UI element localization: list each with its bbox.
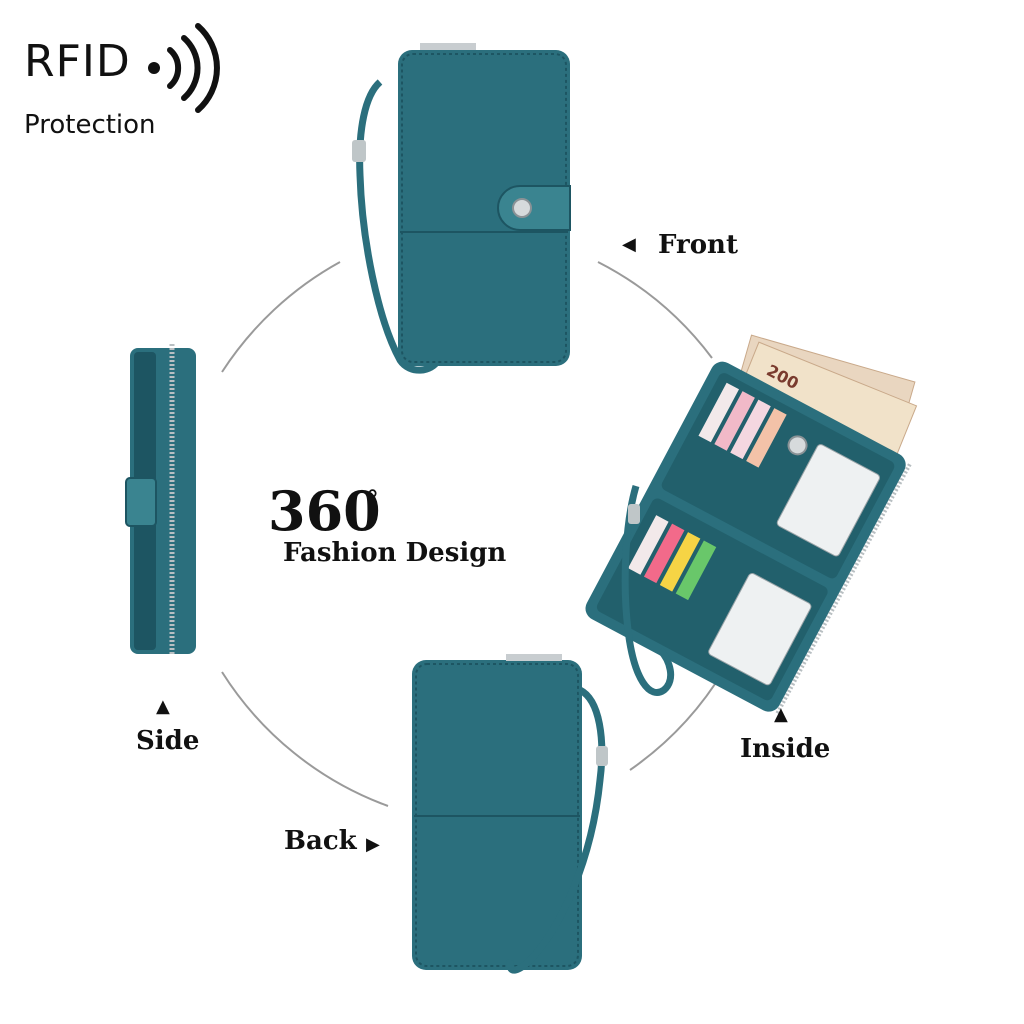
wallet-front <box>352 43 571 374</box>
card-slot <box>730 399 771 460</box>
card-slot <box>628 515 669 575</box>
card-slot <box>698 382 739 443</box>
card-slot <box>675 540 717 601</box>
inside-wrist-strap <box>621 485 675 696</box>
orbit-arc-top-right <box>597 261 713 359</box>
orbit-arc-top-left <box>221 261 341 373</box>
arrow-up-icon: ▲ <box>774 704 788 725</box>
label-front: Front <box>658 230 738 260</box>
label-back: Back <box>284 826 357 856</box>
card-slot <box>714 391 755 451</box>
tagline: Fashion Design <box>283 538 507 568</box>
degrees-number: 360 <box>268 479 381 543</box>
rfid-subtitle: Protection <box>24 110 156 140</box>
rfid-signal-icon <box>148 23 220 113</box>
back-strap-clasp <box>596 746 608 766</box>
wallet-back <box>412 654 608 974</box>
arrow-left-icon: ◀ <box>622 234 636 255</box>
label-inside: Inside <box>740 734 831 764</box>
snap-button <box>512 198 532 218</box>
zipper-pull <box>420 43 476 50</box>
wallet-inside: 200 <box>585 334 918 716</box>
wallet-side <box>125 344 196 656</box>
arrow-right-icon: ▶ <box>366 834 380 855</box>
strap-clasp <box>352 140 366 162</box>
card-slot <box>746 408 787 468</box>
orbit-arc-bottom-left <box>221 671 389 807</box>
card-slot <box>643 523 685 584</box>
inside-snap-button <box>787 435 808 456</box>
id-window <box>776 444 880 557</box>
inside-strap-clasp <box>628 504 640 524</box>
back-zipper-pull <box>506 654 562 661</box>
side-snap-tab <box>125 477 157 527</box>
label-side: Side <box>136 726 200 756</box>
id-window <box>708 573 812 686</box>
wallet-body <box>398 50 570 366</box>
inside-zipper <box>774 463 912 716</box>
snap-tab <box>497 185 571 231</box>
arrow-up-icon: ▲ <box>156 696 170 717</box>
back-wrist-strap <box>506 686 606 974</box>
degree-symbol: ° <box>366 486 379 516</box>
rfid-title: RFID <box>24 36 131 87</box>
card-slot <box>659 532 701 592</box>
